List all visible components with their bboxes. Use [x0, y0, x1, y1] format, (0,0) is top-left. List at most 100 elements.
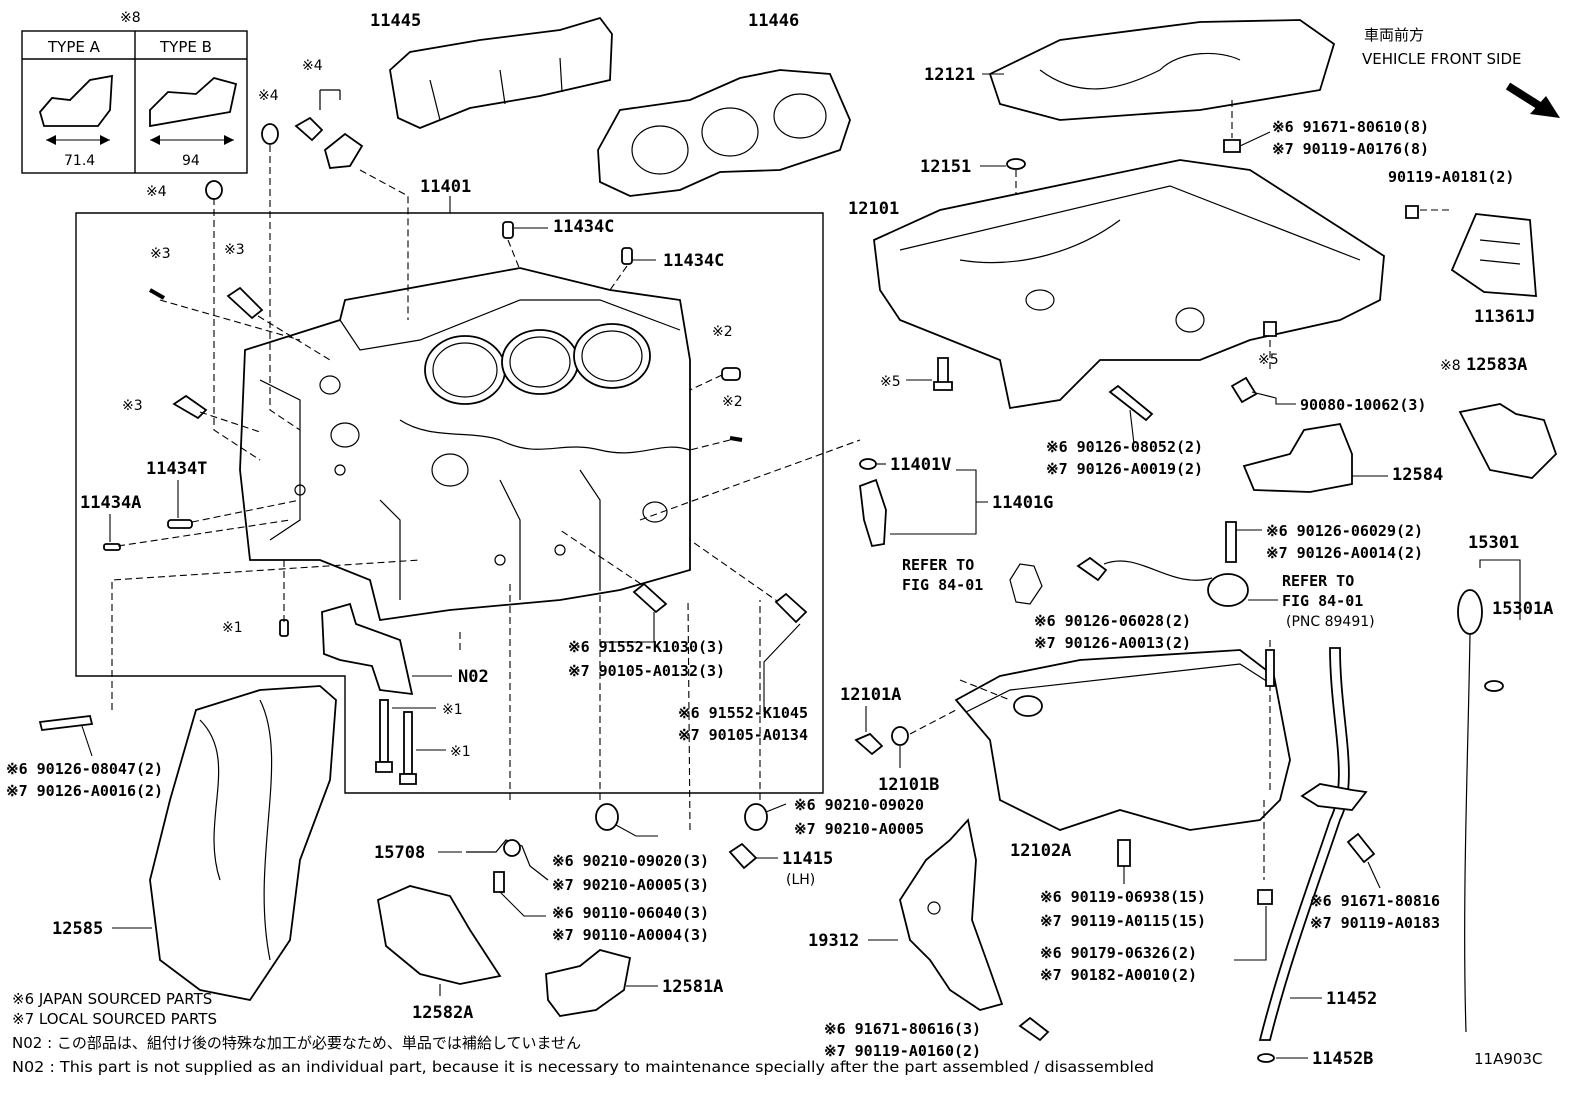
bolt-m5b-icon [1263, 321, 1277, 337]
part-11434T-label: 11434T [146, 459, 207, 479]
callout-c4-l1: ※6 90126-08052(2) [1046, 438, 1203, 456]
mark-2b: ※2 [722, 394, 743, 410]
part-12585-label: 12585 [52, 919, 103, 939]
bolt-k1045-icon [774, 592, 808, 624]
cylinder-block [239, 267, 691, 622]
vehicle-front-en: VEHICLE FRONT SIDE [1362, 50, 1522, 68]
callout-c12-l2: ※7 90110-A0004(3) [552, 926, 709, 944]
part-11401G-label: 11401G [992, 493, 1053, 513]
part-15301-shape [1457, 589, 1483, 635]
callout-c6-l2: ※7 90126-A0013(2) [1034, 634, 1191, 652]
part-11415-label: 11415 [782, 849, 833, 869]
note-local-sourced: ※7 LOCAL SOURCED PARTS [12, 1010, 217, 1028]
mark-1b: ※1 [442, 702, 463, 718]
part-11446-shape [597, 69, 851, 197]
footnotes: ※6 JAPAN SOURCED PARTS ※7 LOCAL SOURCED … [12, 990, 1542, 1076]
front-arrow-icon [1530, 96, 1560, 118]
part-12101A-label: 12101A [840, 685, 901, 705]
bolt-80816-icon [1346, 832, 1376, 864]
callout-c15-l2: ※7 90119-A0183 [1310, 914, 1440, 932]
washer-09020-a-icon [595, 803, 619, 831]
refer-2-line1: REFER TO [1282, 572, 1354, 590]
part-12151-shape [1006, 158, 1026, 170]
callout-c1-l1: ※6 91671-80610(8) [1272, 118, 1429, 136]
part-11445-label: 11445 [370, 11, 421, 31]
vehicle-front-indicator: 車両前方 VEHICLE FRONT SIDE [1362, 26, 1560, 118]
part-12584-label: 12584 [1392, 465, 1443, 485]
part-N02-shape [321, 602, 414, 696]
note-japan-sourced: ※6 JAPAN SOURCED PARTS [12, 990, 212, 1008]
part-12121-label: 12121 [924, 65, 975, 85]
part-19312-shape [899, 818, 1004, 1011]
mark-1a: ※1 [222, 620, 243, 636]
part-11415-lh: (LH) [786, 872, 815, 888]
part-11452B-label: 11452B [1312, 1049, 1373, 1069]
callout-c11-l1: ※6 90210-09020(3) [552, 852, 709, 870]
callout-c14-l2: ※7 90182-A0010(2) [1040, 966, 1197, 984]
mark-4c: ※4 [146, 184, 167, 200]
mark-4a: ※4 [258, 88, 279, 104]
part-11401V-shape [859, 458, 877, 470]
mark-4b: ※4 [302, 58, 323, 74]
part-12151-label: 12151 [920, 157, 971, 177]
part-12101-shape [873, 159, 1385, 410]
mark-8: ※8 [1440, 358, 1461, 374]
callout-c10-l1: ※6 90210-09020 [794, 796, 924, 814]
stud-08047-icon [38, 715, 94, 731]
part-12582A-label: 12582A [412, 1003, 473, 1023]
stud-06029-icon [1225, 521, 1237, 563]
part-15301-label: 15301 [1468, 533, 1519, 553]
mark-3b: ※3 [224, 242, 245, 258]
main-bolt-2-icon [403, 711, 413, 775]
part-12101B-label: 12101B [878, 775, 939, 795]
part-12583A-label: 12583A [1466, 355, 1527, 375]
callout-c5-l1: ※6 90126-06029(2) [1266, 522, 1423, 540]
part-11361J-label: 11361J [1474, 307, 1535, 327]
mark-5a: ※5 [880, 374, 901, 390]
bolt-a0181-icon [1405, 205, 1419, 219]
left-fasteners: ※4 ※4 ※4 ※3 ※3 ※3 ※2 ※2 ※1 11434C 11434C… [80, 58, 743, 637]
part-11434A-label: 11434A [80, 493, 141, 513]
callout-c16-l1: ※6 91671-80616(3) [824, 1020, 981, 1038]
mark-3c: ※3 [122, 398, 143, 414]
type-b-bracket-icon [149, 77, 238, 128]
type-a-label: TYPE A [47, 38, 101, 56]
part-11401-label: 11401 [420, 177, 471, 197]
callout-c6-l1: ※6 90126-06028(2) [1034, 612, 1191, 630]
part-12581A-label: 12581A [662, 977, 723, 997]
oil-level-gauge-shape [1207, 573, 1249, 607]
bolt-80616-icon [1018, 1016, 1050, 1042]
part-12102A-shape [954, 649, 1291, 831]
callout-c7-l1: ※6 91552-K1030(3) [568, 638, 725, 656]
figure-code: 11A903C [1474, 1050, 1542, 1068]
refer-bracket-shape [1009, 563, 1043, 605]
part-11434C-label-2: 11434C [663, 251, 724, 271]
oil-sensor-shape [1076, 556, 1108, 582]
part-15301A-label: 15301A [1492, 599, 1553, 619]
washer-09020-b-icon [744, 803, 768, 831]
type-a-bracket-icon [39, 74, 113, 127]
part-11452B-shape [1257, 1053, 1275, 1063]
refer-2-line2: FIG 84-01 [1282, 592, 1363, 610]
part-12582A-shape [376, 885, 502, 985]
part-12102A-label: 12102A [1010, 841, 1071, 861]
note-n02-jp: N02 : この部品は、組付け後の特殊な加工が必要なため、単品では補給していませ… [12, 1034, 581, 1052]
mark-3a: ※3 [150, 246, 171, 262]
mark-1c: ※1 [450, 744, 471, 760]
callout-c3: 90080-10062(3) [1300, 396, 1426, 414]
callout-c8-l2: ※7 90105-A0134 [678, 726, 808, 744]
callout-c14-l1: ※6 90179-06326(2) [1040, 944, 1197, 962]
callout-c13-l2: ※7 90119-A0115(15) [1040, 912, 1206, 930]
part-11401V-label: 11401V [890, 455, 951, 475]
callout-c2: 90119-A0181(2) [1388, 168, 1514, 186]
refer-1-line1: REFER TO [902, 556, 974, 574]
part-12101A-shape [854, 732, 884, 756]
callout-c11-l2: ※7 90210-A0005(3) [552, 876, 709, 894]
part-19312-label: 19312 [808, 931, 859, 951]
part-15708-label: 15708 [374, 843, 425, 863]
callout-c13-l1: ※6 90119-06938(15) [1040, 888, 1206, 906]
part-12581A-shape [545, 949, 632, 1017]
callout-c10-l2: ※7 90210-A0005 [794, 820, 924, 838]
part-12121-shape [988, 19, 1336, 121]
part-12584-shape [1242, 422, 1353, 493]
